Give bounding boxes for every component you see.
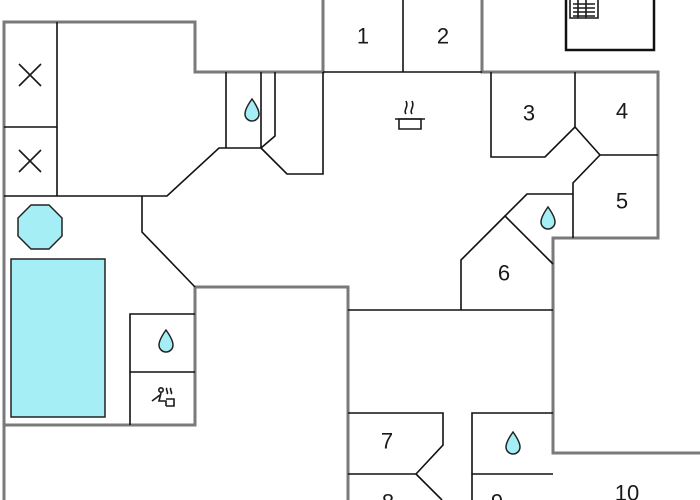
room-6-label: 6 <box>498 261 510 286</box>
single-bed-icon <box>18 149 42 173</box>
lower-rooms: 7 8 9 <box>348 412 553 500</box>
water-drop-icon <box>540 205 556 230</box>
room-10: 10 <box>615 481 639 500</box>
bed-room-left <box>4 22 262 197</box>
room-1-label: 1 <box>357 24 369 49</box>
upper-bathroom <box>225 72 324 175</box>
room-3-label: 3 <box>523 101 535 126</box>
rooms-1-2: 1 2 <box>323 0 482 73</box>
pool-area <box>10 204 195 425</box>
room-8-label: 8 <box>382 490 394 500</box>
room-2-label: 2 <box>437 24 449 49</box>
hot-tub-icon <box>17 204 63 250</box>
cooking-pot-icon <box>395 100 425 130</box>
water-drop-icon <box>505 430 521 455</box>
single-bed-icon <box>18 63 42 87</box>
stairs-icon <box>564 0 656 52</box>
room-6-and-bathroom: 6 <box>348 193 573 311</box>
room-5-label: 5 <box>616 189 628 214</box>
sauna-icon <box>151 386 175 407</box>
room-7-label: 7 <box>381 429 393 454</box>
room-10-label: 10 <box>615 481 639 500</box>
rooms-3-4-5: 3 4 5 <box>490 72 658 238</box>
room-9-label: 9 <box>491 490 503 500</box>
water-drop-icon <box>158 328 174 353</box>
water-drop-icon <box>244 97 260 122</box>
corridor-walls <box>141 196 196 288</box>
pool-icon <box>10 258 106 418</box>
room-4-label: 4 <box>616 99 628 124</box>
